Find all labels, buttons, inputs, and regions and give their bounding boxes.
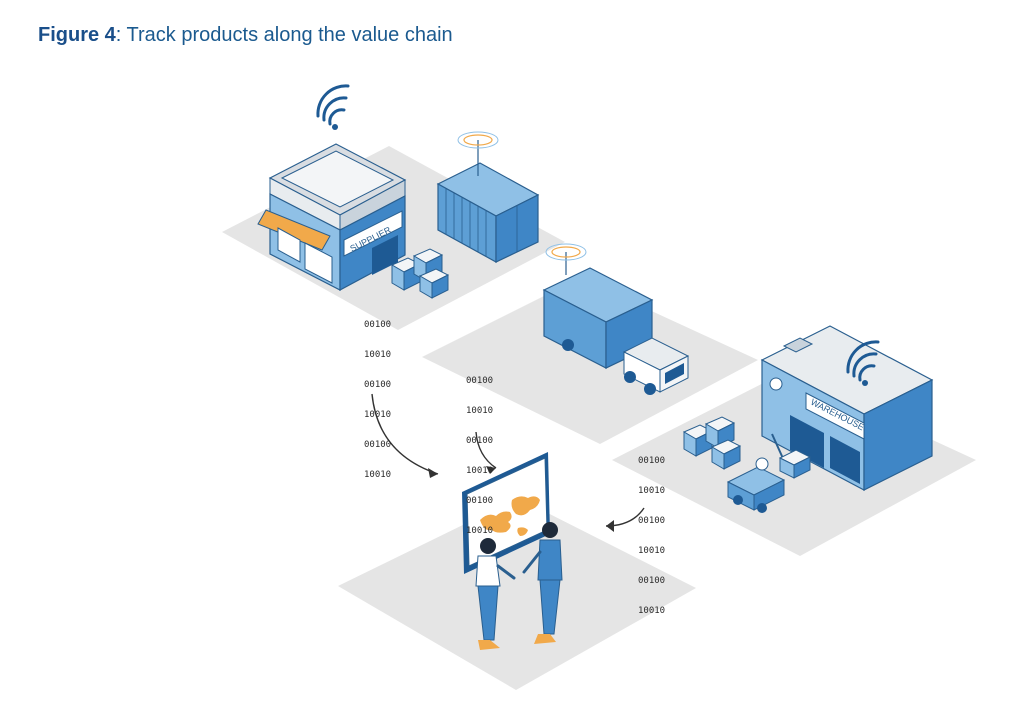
data-stream-truck: 00100 10010 00100 10010 00100 10010 <box>466 356 493 546</box>
warehouse-boxes <box>682 416 742 470</box>
shipping-container <box>436 131 540 264</box>
bits-line: 10010 <box>466 406 494 416</box>
bits-line: 00100 <box>364 380 392 390</box>
bits-line: 10010 <box>466 466 494 476</box>
bits-line: 00100 <box>466 376 494 386</box>
bits-line: 10010 <box>364 410 392 420</box>
person-right <box>522 522 563 644</box>
supplier-building: SUPPLIER <box>257 143 407 292</box>
arrowheads <box>428 466 614 532</box>
wifi-icon <box>316 84 350 130</box>
world-map <box>480 496 540 536</box>
bits-line: 00100 <box>638 516 666 526</box>
data-stream-warehouse: 00100 10010 00100 10010 00100 10010 <box>638 436 665 626</box>
figure-caption: : Track products along the value chain <box>115 24 453 46</box>
bits-line: 10010 <box>364 350 392 360</box>
forklift <box>726 433 812 513</box>
bits-line: 00100 <box>638 456 666 466</box>
figure-label: Figure 4 <box>38 24 116 46</box>
bits-line: 00100 <box>364 320 392 330</box>
bits-line: 10010 <box>638 606 666 616</box>
figure-title: Figure 4: Track products along the value… <box>38 24 453 47</box>
delivery-truck <box>542 243 690 395</box>
bits-line: 00100 <box>466 496 494 506</box>
bits-line: 10010 <box>364 470 392 480</box>
bits-line: 00100 <box>466 436 494 446</box>
person-left <box>475 538 516 650</box>
bits-line: 00100 <box>364 440 392 450</box>
supplier-boxes <box>390 248 450 299</box>
bits-line: 10010 <box>638 486 666 496</box>
monitoring-platform <box>338 498 696 690</box>
bits-line: 10010 <box>638 546 666 556</box>
arrow-supplier-to-monitor <box>371 393 439 475</box>
data-stream-supplier: 00100 10010 00100 10010 00100 10010 <box>364 300 391 490</box>
arrow-truck-to-monitor <box>475 431 497 469</box>
warehouse-wifi-icon <box>846 340 880 386</box>
bits-line: 10010 <box>466 526 494 536</box>
bits-line: 00100 <box>638 576 666 586</box>
truck-platform <box>422 278 758 444</box>
